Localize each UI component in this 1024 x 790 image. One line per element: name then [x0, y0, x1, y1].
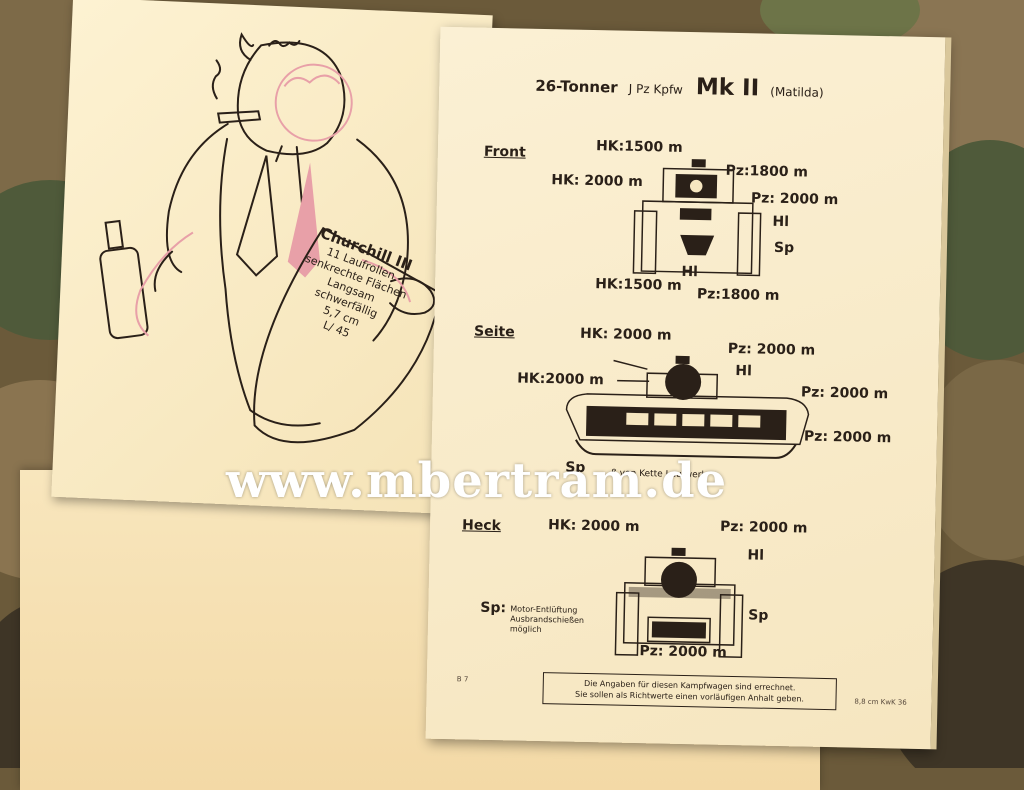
front-callout: Pz: 2000 m: [750, 190, 839, 209]
front-callout: HK:1500 m: [595, 138, 683, 156]
page-number-left: B 7: [456, 675, 469, 684]
recognition-sheet-page: 26-Tonner J Pz Kpfw Mk II (Matilda) Fron…: [425, 26, 952, 750]
rear-note-line: möglich: [509, 624, 542, 635]
churchill-caricature: [99, 32, 442, 444]
front-callout: HK: 2000 m: [551, 172, 643, 191]
front-callout: HK:1500 m: [594, 276, 682, 294]
front-callout: Pz:1800 m: [725, 162, 809, 181]
tank-side-view: [565, 355, 810, 459]
page-number-right: 8,8 cm KwK 36: [854, 697, 907, 707]
title-type: J Pz Kpfw: [628, 81, 683, 97]
side-callout: Pz: 2000 m: [727, 340, 816, 359]
rear-callout: HK: 2000 m: [547, 517, 640, 536]
page-title: 26-Tonner J Pz Kpfw Mk II (Matilda): [535, 71, 824, 103]
front-callout: Hl: [772, 213, 790, 231]
title-name: (Matilda): [770, 84, 824, 100]
title-model: Mk II: [695, 74, 760, 102]
rear-callout: Sp:: [480, 599, 507, 617]
watermark-text: www.mbertram.de: [226, 453, 728, 509]
front-callout: Hl: [681, 263, 699, 281]
section-side-label: Seite: [473, 323, 515, 341]
tank-rear-view: [614, 547, 744, 658]
rear-callout: Hl: [747, 547, 765, 564]
front-callout: Sp: [773, 239, 795, 257]
title-class: 26-Tonner: [535, 76, 618, 97]
rear-callout: Pz: 2000 m: [639, 643, 727, 661]
side-callout: Pz: 2000 m: [800, 384, 889, 403]
rear-callout: Sp: [748, 607, 769, 624]
rear-note: Motor-Entlüftung Ausbrandschießen möglic…: [510, 604, 585, 636]
front-callout: Pz:1800 m: [696, 286, 780, 304]
section-front-label: Front: [483, 143, 526, 161]
footer-notice: Die Angaben für diesen Kampfwagen sind e…: [542, 672, 837, 711]
side-callout: Pz: 2000 m: [803, 428, 892, 447]
side-callout: HK:2000 m: [516, 370, 604, 389]
side-callout: HK: 2000 m: [579, 325, 672, 344]
rear-callout: Pz: 2000 m: [719, 518, 808, 537]
caricature-page: Churchill III 11 Laufrollen senkrechte F…: [51, 0, 493, 515]
side-callout: Hl: [735, 363, 753, 380]
tank-front-view: [632, 159, 762, 277]
section-rear-label: Heck: [461, 517, 502, 535]
